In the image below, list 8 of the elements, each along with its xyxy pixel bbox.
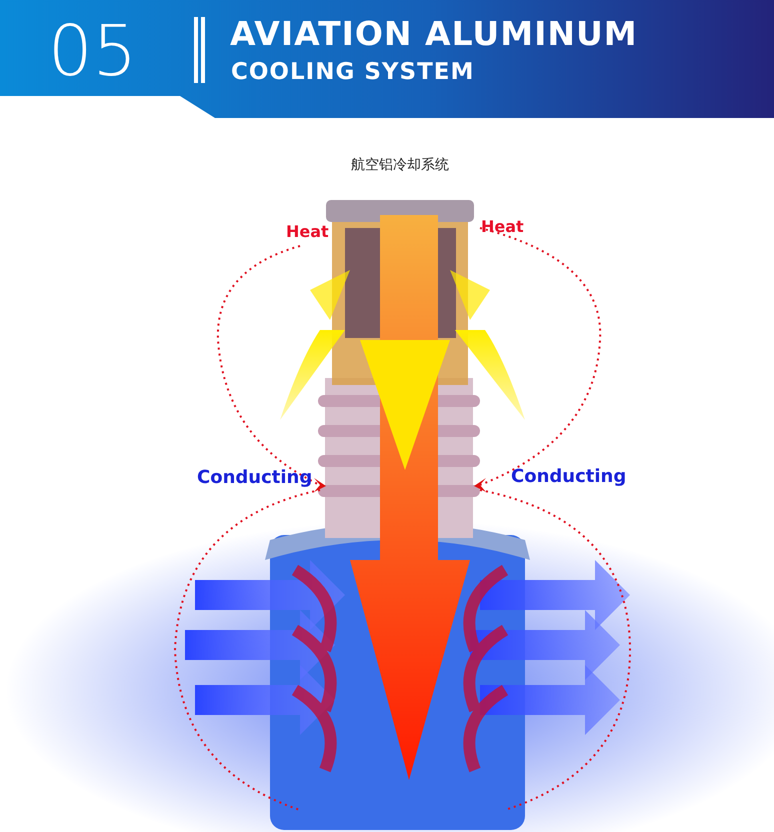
section-number: 05 [48, 10, 138, 92]
heat-label: Heat [286, 222, 329, 241]
banner-title: AVIATION ALUMINUM [230, 14, 638, 53]
heat-label: Heat [481, 217, 524, 236]
conducting-label: Conducting [197, 467, 312, 488]
conducting-label: Conducting [511, 466, 626, 487]
banner-subtitle: COOLING SYSTEM [231, 59, 474, 85]
diagram-caption: 航空铝冷却系统 [351, 156, 449, 174]
